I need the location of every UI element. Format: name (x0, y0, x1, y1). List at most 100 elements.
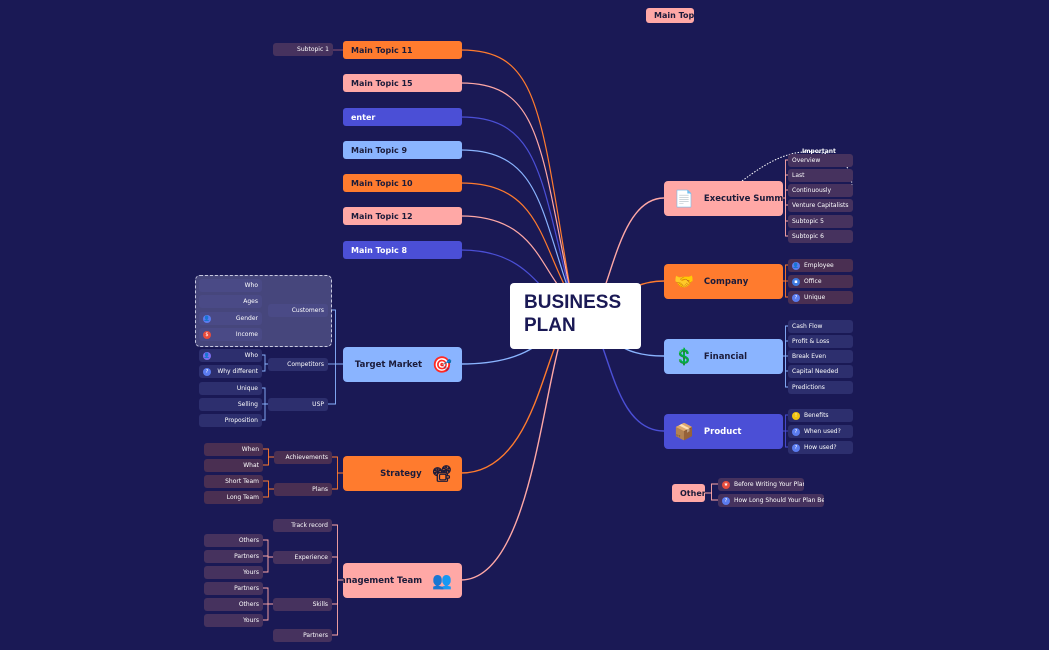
node-label: Others (238, 537, 259, 544)
plan-subtopic[interactable]: Long Team (204, 491, 263, 504)
connector (332, 456, 343, 474)
node-label: Overview (792, 157, 821, 164)
subtopic-marker-icon: ▪ (792, 277, 800, 286)
executive-summary-node[interactable]: 📄Executive Summary (664, 181, 783, 216)
experience-subtopic[interactable]: Yours (204, 566, 263, 579)
node-label: How used? (804, 444, 837, 451)
financial-subtopic[interactable]: Capital Needed (788, 365, 853, 378)
target-market-node[interactable]: Target Market🎯 (343, 347, 462, 382)
executive-summary-icon: 📄 (674, 189, 694, 208)
management-icon: 👥 (432, 571, 452, 590)
node-label: Product (703, 426, 742, 437)
node-label: Yours (243, 569, 259, 576)
plan-subtopic[interactable]: Short Team (204, 475, 263, 488)
connector (460, 116, 573, 301)
partners-node[interactable]: Partners (273, 629, 332, 642)
skills-subtopic[interactable]: Others (204, 598, 263, 611)
skills-node[interactable]: Skills (273, 598, 332, 611)
skills-subtopic[interactable]: Yours (204, 614, 263, 627)
financial-subtopic[interactable]: Break Even (788, 350, 853, 363)
experience-node[interactable]: Experience (273, 551, 332, 564)
achievement-subtopic[interactable]: When (204, 443, 263, 456)
plans-node[interactable]: Plans (274, 483, 332, 496)
usp-subtopic[interactable]: Proposition (199, 414, 262, 427)
executive-summary-subtopic[interactable]: Continuously (788, 184, 853, 197)
customer-subtopic[interactable]: Ages (199, 295, 262, 308)
usp-subtopic[interactable]: Selling (199, 398, 262, 411)
executive-summary-subtopic[interactable]: Overview (788, 154, 853, 167)
competitor-subtopic[interactable]: 👤Who (199, 349, 262, 362)
company-subtopic[interactable]: 👤Employee (788, 259, 853, 272)
company-node[interactable]: 🤝Company (664, 264, 783, 299)
company-subtopic[interactable]: ?Unique (788, 291, 853, 304)
node-label: Unique (236, 385, 258, 392)
node-label: Main Topic 10 (351, 178, 413, 188)
connector (332, 579, 343, 636)
executive-summary-subtopic[interactable]: Subtopic 6 (788, 230, 853, 243)
central-topic-line2: PLAN (524, 315, 576, 336)
others-subtopic[interactable]: ★Before Writing Your Plan (718, 478, 804, 491)
connector (460, 182, 573, 301)
skills-subtopic[interactable]: Partners (204, 582, 263, 595)
node-label: Subtopic 6 (792, 233, 824, 240)
financial-subtopic[interactable]: Profit & Loss (788, 335, 853, 348)
connector (328, 363, 343, 405)
others-node[interactable]: Others (672, 484, 705, 502)
connector (262, 363, 268, 372)
main-topic-node[interactable]: Main Topic 15 (343, 74, 462, 92)
target-market-icon: 🎯 (432, 355, 452, 374)
node-label: Main Topic 9 (351, 145, 408, 155)
others-subtopic[interactable]: ?How Long Should Your Plan Be? (718, 494, 824, 507)
experience-subtopic[interactable]: Partners (204, 550, 263, 563)
node-label: Company (703, 276, 749, 287)
node-label: Experience (294, 554, 328, 561)
node-label: Break Even (792, 353, 827, 360)
customer-subtopic[interactable]: $Income (199, 328, 262, 341)
financial-icon: 💲 (674, 347, 694, 366)
company-subtopic[interactable]: ▪Office (788, 275, 853, 288)
connector (263, 456, 274, 466)
connector (332, 472, 343, 490)
product-subtopic[interactable]: ?When used? (788, 425, 853, 438)
node-label: When (241, 446, 259, 453)
connector (783, 355, 788, 388)
node-label: Skills (312, 601, 328, 608)
customers-node[interactable]: Customers (268, 304, 328, 317)
subtopic-node[interactable]: Subtopic 1 (273, 43, 333, 56)
executive-summary-subtopic[interactable]: Last (788, 169, 853, 182)
relationship-label[interactable]: Important (802, 148, 836, 155)
main-topic-node[interactable]: Main Topic 12 (343, 207, 462, 225)
node-label: Subtopic 5 (792, 218, 824, 225)
management-team-node[interactable]: Management Team👥 (343, 563, 462, 598)
main-topic-node[interactable]: Main Topic 9 (343, 141, 462, 159)
financial-subtopic[interactable]: Predictions (788, 381, 853, 394)
product-subtopic[interactable]: !Benefits (788, 409, 853, 422)
product-node[interactable]: 📦Product (664, 414, 783, 449)
usp-node[interactable]: USP (268, 398, 328, 411)
executive-summary-subtopic[interactable]: Venture Capitalists (788, 199, 853, 212)
node-label: Partners (303, 632, 328, 639)
main-topic-node[interactable]: Main Topic 8 (343, 241, 462, 259)
usp-subtopic[interactable]: Unique (199, 382, 262, 395)
financial-node[interactable]: 💲Financial (664, 339, 783, 374)
customer-subtopic[interactable]: Who (199, 279, 262, 292)
achievements-node[interactable]: Achievements (274, 451, 332, 464)
product-subtopic[interactable]: ?How used? (788, 441, 853, 454)
experience-subtopic[interactable]: Others (204, 534, 263, 547)
achievement-subtopic[interactable]: What (204, 459, 263, 472)
node-label: Who (244, 352, 258, 359)
competitor-subtopic[interactable]: ?Why different (199, 365, 262, 378)
main-topic-node[interactable]: Main Topic 13 (646, 8, 694, 23)
main-topic-node[interactable]: Main Topic 10 (343, 174, 462, 192)
main-topic-node[interactable]: Main Topic 11 (343, 41, 462, 59)
main-topic-node[interactable]: enter (343, 108, 462, 126)
subtopic-marker-icon: $ (203, 330, 211, 339)
executive-summary-subtopic[interactable]: Subtopic 5 (788, 215, 853, 228)
node-label: Yours (243, 617, 259, 624)
customer-subtopic[interactable]: 👤Gender (199, 312, 262, 325)
track-record-node[interactable]: Track record (273, 519, 332, 532)
strategy-node[interactable]: Strategy📽 (343, 456, 462, 491)
competitors-node[interactable]: Competitors (268, 358, 328, 371)
financial-subtopic[interactable]: Cash Flow (788, 320, 853, 333)
